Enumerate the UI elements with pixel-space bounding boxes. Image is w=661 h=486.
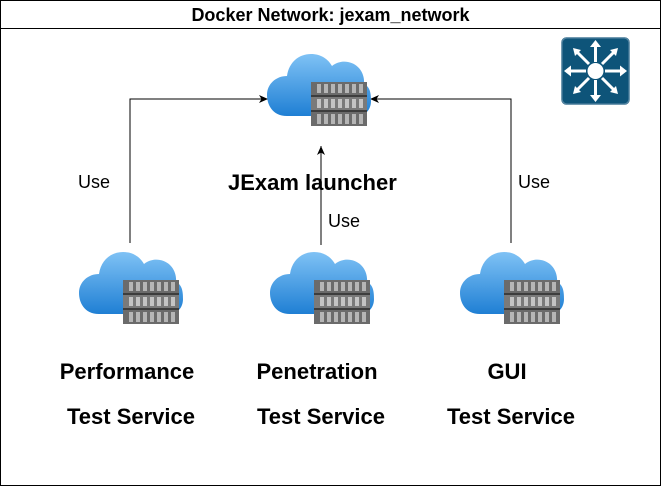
penetration-service-name: Penetration [256, 359, 378, 384]
edge-performance-to-launcher [129, 95, 268, 243]
network-switch-icon [559, 35, 632, 107]
gui-cloud-container-icon [460, 252, 564, 324]
penetration-service-type: Test Service [256, 404, 385, 429]
penetration-cloud-container-icon [270, 252, 374, 324]
gui-service-type: Test Service [446, 404, 575, 429]
performance-cloud-container-icon [79, 252, 183, 324]
gui-service-name: GUI [487, 359, 527, 384]
edge-label-gui: Use [518, 172, 551, 192]
edge-label-penetration: Use [328, 211, 361, 231]
network-title: Docker Network: jexam_network [191, 5, 470, 25]
performance-service-type: Test Service [66, 404, 195, 429]
edge-label-performance: Use [78, 172, 111, 192]
launcher-label: JExam launcher [228, 170, 397, 195]
edge-gui-to-launcher [370, 95, 512, 243]
network-title-bar: Docker Network: jexam_network [1, 1, 660, 29]
launcher-cloud-container-icon [267, 54, 371, 126]
performance-service-name: Performance [59, 359, 195, 384]
